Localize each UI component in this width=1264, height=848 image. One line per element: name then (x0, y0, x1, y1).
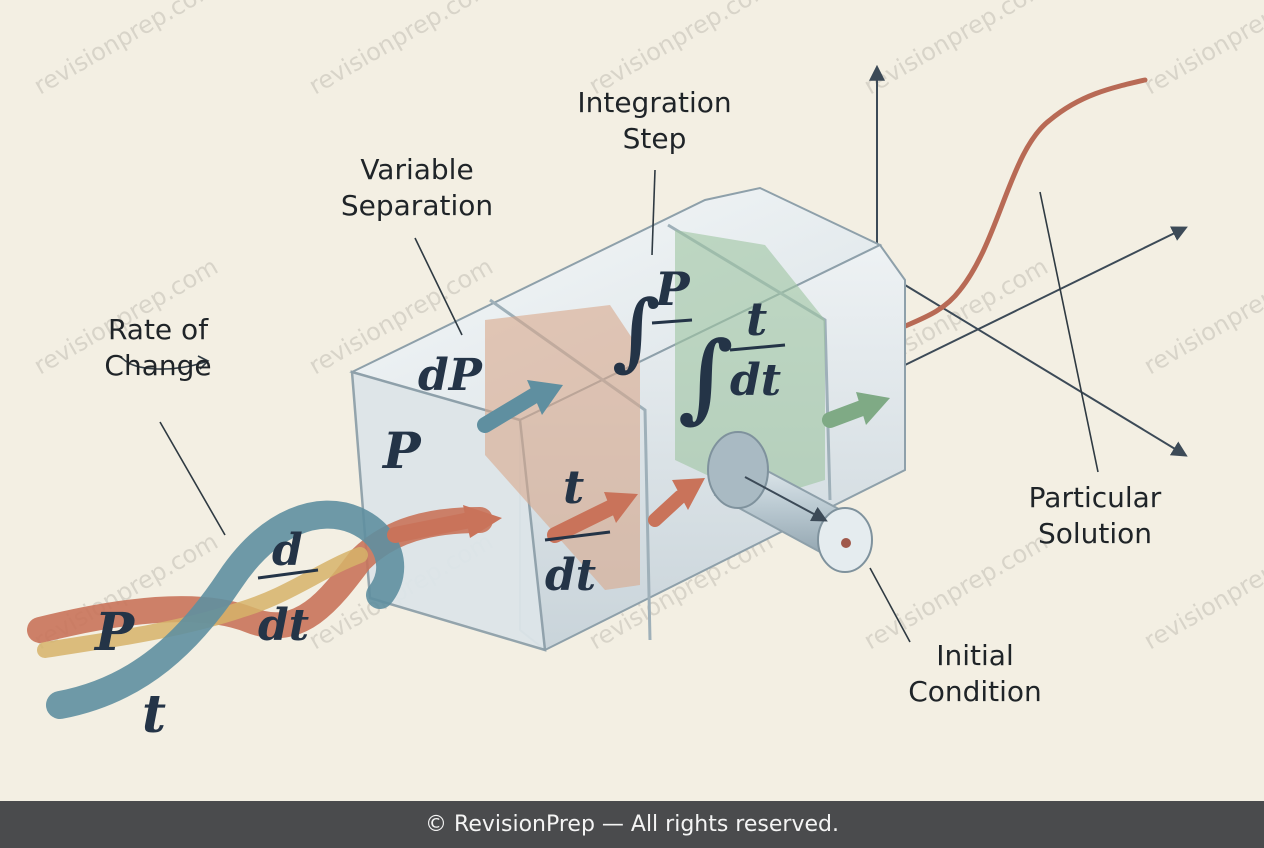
rod-base (707, 431, 769, 509)
math-p-chamber: P (381, 421, 422, 480)
integration-step-leader (651, 169, 656, 256)
math-integral-t-bar (729, 343, 786, 352)
math-dt-chamber: dt (545, 550, 596, 601)
horizontal-axis-upper (904, 226, 1188, 366)
variable-separation-leader (414, 237, 463, 336)
green-chamber (675, 230, 825, 500)
copyright-footer: © RevisionPrep — All rights reserved. (0, 801, 1264, 848)
copper-flow-arrowhead-3 (672, 478, 705, 510)
math-integral-t: t (746, 292, 767, 346)
separation-chamber (349, 186, 906, 652)
rate-of-change-leader (159, 421, 226, 536)
copper-flow-arrow-1 (387, 512, 478, 543)
copper-flow-arrow-2 (547, 499, 620, 543)
copper-flow-arrowhead-2 (604, 492, 638, 523)
rod-arrow (744, 476, 828, 522)
math-integral-p: P (653, 262, 691, 316)
teal-flow-arrow (477, 387, 543, 433)
teal-flow-arrowhead (527, 380, 563, 415)
watermark: revisionprep.com (1139, 0, 1264, 100)
flow-arrows (387, 380, 890, 543)
rate-of-change-curl (121, 357, 206, 370)
green-flow-arrowhead (856, 392, 890, 425)
integration-step-label: Integration Step (577, 86, 732, 156)
math-t-chamber: t (563, 460, 584, 514)
rate-of-change-label: Rate of Change (104, 313, 212, 383)
integral-sign-p: ∫ (612, 281, 661, 380)
teal-stream (46, 500, 405, 719)
rate-of-change-curl-tip (197, 355, 210, 370)
initial-condition-rod (707, 431, 873, 573)
math-integral-p-bar (651, 318, 693, 325)
math-d-numerator: d (272, 525, 303, 576)
watermark: revisionprep.com (859, 0, 1053, 100)
rod-end-dot (841, 538, 851, 548)
copyright-text: © RevisionPrep — All rights reserved. (425, 812, 839, 837)
copper-flow-arrow-3 (648, 490, 687, 527)
particular-solution-leader (1039, 191, 1099, 473)
math-integral-dt: dt (730, 355, 781, 406)
copper-flow-arrowhead-1 (463, 505, 502, 538)
watermark: revisionprep.com (304, 0, 498, 100)
particular-solution-label: Particular Solution (1028, 481, 1162, 551)
math-p-input: P (93, 602, 136, 663)
watermark: revisionprep.com (29, 0, 223, 100)
green-flow-arrow (822, 400, 870, 428)
math-dt-input: dt (258, 600, 309, 651)
leader-lines (121, 169, 1099, 643)
math-dp-chamber: dP (418, 350, 484, 401)
math-t-fraction-bar (544, 530, 611, 542)
math-t-input: t (142, 684, 166, 745)
watermark: revisionprep.com (1139, 252, 1264, 380)
initial-condition-label: Initial Condition (908, 639, 1042, 709)
math-d-fraction-bar (257, 568, 319, 580)
gold-stream (37, 547, 368, 658)
integral-sign-t: ∫ (678, 320, 734, 433)
initial-condition-leader (869, 567, 911, 643)
math-glyphs: d dt P t P dP t dt ∫ P ∫ t dt (93, 262, 786, 745)
horizontal-axis-lower (904, 284, 1188, 457)
variable-separation-label: Variable Separation (340, 153, 494, 223)
